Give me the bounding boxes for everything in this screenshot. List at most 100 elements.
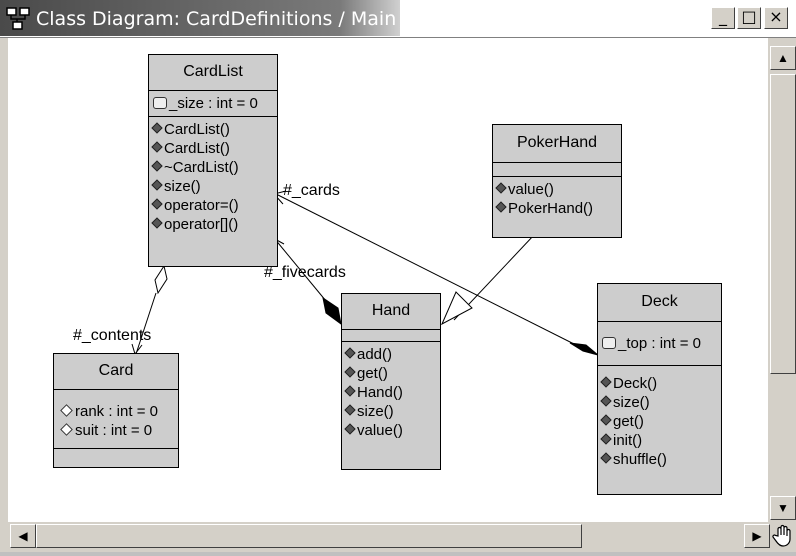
operation-icon (151, 198, 163, 210)
horizontal-scrollbar[interactable]: ◀ ▶ (8, 522, 770, 550)
operation-text: shuffle() (613, 451, 667, 468)
attributes-compartment: _size : int = 0 (149, 91, 277, 117)
private-attribute-icon (60, 404, 73, 417)
scroll-down-arrow-icon[interactable]: ▼ (770, 496, 796, 520)
operation[interactable]: ~CardList() (151, 158, 277, 177)
operation-text: CardList() (164, 121, 230, 138)
attribute[interactable]: _top : int = 0 (602, 334, 721, 353)
operation-text: ~CardList() (164, 159, 239, 176)
operation[interactable]: size() (151, 177, 277, 196)
class-name: PokerHand (493, 125, 621, 163)
generalization-arrowhead[interactable] (440, 291, 473, 326)
class-name: CardList (149, 55, 277, 91)
operation-icon (151, 160, 163, 172)
operation[interactable]: Deck() (600, 374, 721, 393)
operations-compartment (54, 449, 178, 459)
vertical-scrollbar[interactable]: ▲ ▼ (770, 38, 796, 522)
operations-compartment: CardList() CardList() ~CardList() size()… (149, 117, 277, 237)
attribute-text: _top : int = 0 (618, 335, 701, 352)
operation-icon (600, 395, 612, 407)
operation[interactable]: get() (600, 412, 721, 431)
horizontal-scroll-thumb[interactable] (36, 524, 582, 548)
class-name: Deck (598, 284, 721, 322)
role-label-fivecards[interactable]: #_fivecards (264, 264, 346, 281)
attributes-compartment (342, 330, 440, 342)
operation-icon (151, 217, 163, 229)
operation-icon (495, 182, 507, 194)
operation[interactable]: shuffle() (600, 450, 721, 469)
class-name: Hand (342, 294, 440, 330)
close-button[interactable]: × (764, 7, 788, 29)
class-pokerhand[interactable]: PokerHand value() PokerHand() (492, 124, 622, 238)
attributes-compartment: _top : int = 0 (598, 322, 721, 366)
operation[interactable]: value() (495, 180, 621, 199)
operation[interactable]: operator[]() (151, 215, 277, 234)
operation[interactable]: value() (344, 421, 440, 440)
diagram-canvas[interactable]: CardList _size : int = 0 CardList() Card… (8, 38, 768, 522)
operations-compartment: Deck() size() get() init() shuffle() (598, 366, 721, 472)
class-name: Card (54, 354, 178, 390)
attribute[interactable]: rank : int = 0 (60, 402, 178, 421)
attribute-text: suit : int = 0 (75, 422, 153, 439)
operation-text: operator=() (164, 197, 239, 214)
operation-text: operator[]() (164, 216, 239, 233)
class-card[interactable]: Card rank : int = 0 suit : int = 0 (53, 353, 179, 468)
operation[interactable]: CardList() (151, 120, 277, 139)
operation-text: get() (613, 413, 644, 430)
operation[interactable]: Hand() (344, 383, 440, 402)
vertical-scroll-thumb[interactable] (770, 74, 796, 374)
operation-icon (600, 414, 612, 426)
operation-icon (151, 122, 163, 134)
operation[interactable]: size() (600, 393, 721, 412)
operation-text: add() (357, 346, 393, 363)
attribute-text: _size : int = 0 (169, 95, 258, 112)
deck-composition-diamond[interactable] (569, 342, 599, 356)
attributes-compartment (493, 163, 621, 177)
role-label-cards[interactable]: #_cards (283, 182, 340, 199)
operation[interactable]: operator=() (151, 196, 277, 215)
operation-icon (344, 385, 356, 397)
operation-text: PokerHand() (508, 200, 594, 217)
class-hand[interactable]: Hand add() get() Hand() size() value() (341, 293, 441, 470)
title-bar[interactable]: Class Diagram: CardDefinitions / Main _ … (0, 0, 796, 38)
hand-composition-diamond[interactable] (322, 296, 342, 326)
scroll-up-arrow-icon[interactable]: ▲ (770, 46, 796, 70)
operation-text: CardList() (164, 140, 230, 157)
scroll-right-arrow-icon[interactable]: ▶ (744, 524, 770, 548)
operation-text: Deck() (613, 375, 658, 392)
class-deck[interactable]: Deck _top : int = 0 Deck() size() get() … (597, 283, 722, 495)
fivecards-association-line (273, 237, 327, 302)
protected-attribute-icon (602, 337, 616, 349)
attributes-compartment: rank : int = 0 suit : int = 0 (54, 390, 178, 449)
operation-icon (495, 201, 507, 213)
operation-icon (344, 347, 356, 359)
role-label-contents[interactable]: #_contents (73, 327, 152, 344)
hand-pan-icon[interactable] (770, 522, 796, 550)
operation-text: size() (357, 403, 394, 420)
contents-association-line (135, 292, 157, 355)
operation-text: value() (357, 422, 403, 439)
maximize-button[interactable]: □ (737, 7, 761, 29)
operation-icon (344, 423, 356, 435)
attribute-text: rank : int = 0 (75, 403, 158, 420)
operation-icon (151, 141, 163, 153)
attribute[interactable]: suit : int = 0 (60, 421, 178, 440)
operation[interactable]: init() (600, 431, 721, 450)
operation[interactable]: size() (344, 402, 440, 421)
operation-text: value() (508, 181, 554, 198)
operation[interactable]: get() (344, 364, 440, 383)
operation-text: size() (613, 394, 650, 411)
attribute[interactable]: _size : int = 0 (153, 94, 277, 113)
scroll-left-arrow-icon[interactable]: ◀ (10, 524, 36, 548)
operation[interactable]: PokerHand() (495, 199, 621, 218)
operation[interactable]: CardList() (151, 139, 277, 158)
minimize-button[interactable]: _ (711, 7, 735, 29)
title-tab[interactable]: Class Diagram: CardDefinitions / Main (0, 0, 400, 36)
window-title: Class Diagram: CardDefinitions / Main (36, 8, 397, 30)
cardlist-aggregation-diamond[interactable] (154, 264, 168, 295)
class-diagram-icon (6, 7, 30, 30)
operation[interactable]: add() (344, 345, 440, 364)
class-cardlist[interactable]: CardList _size : int = 0 CardList() Card… (148, 54, 278, 267)
operations-compartment: value() PokerHand() (493, 177, 621, 221)
